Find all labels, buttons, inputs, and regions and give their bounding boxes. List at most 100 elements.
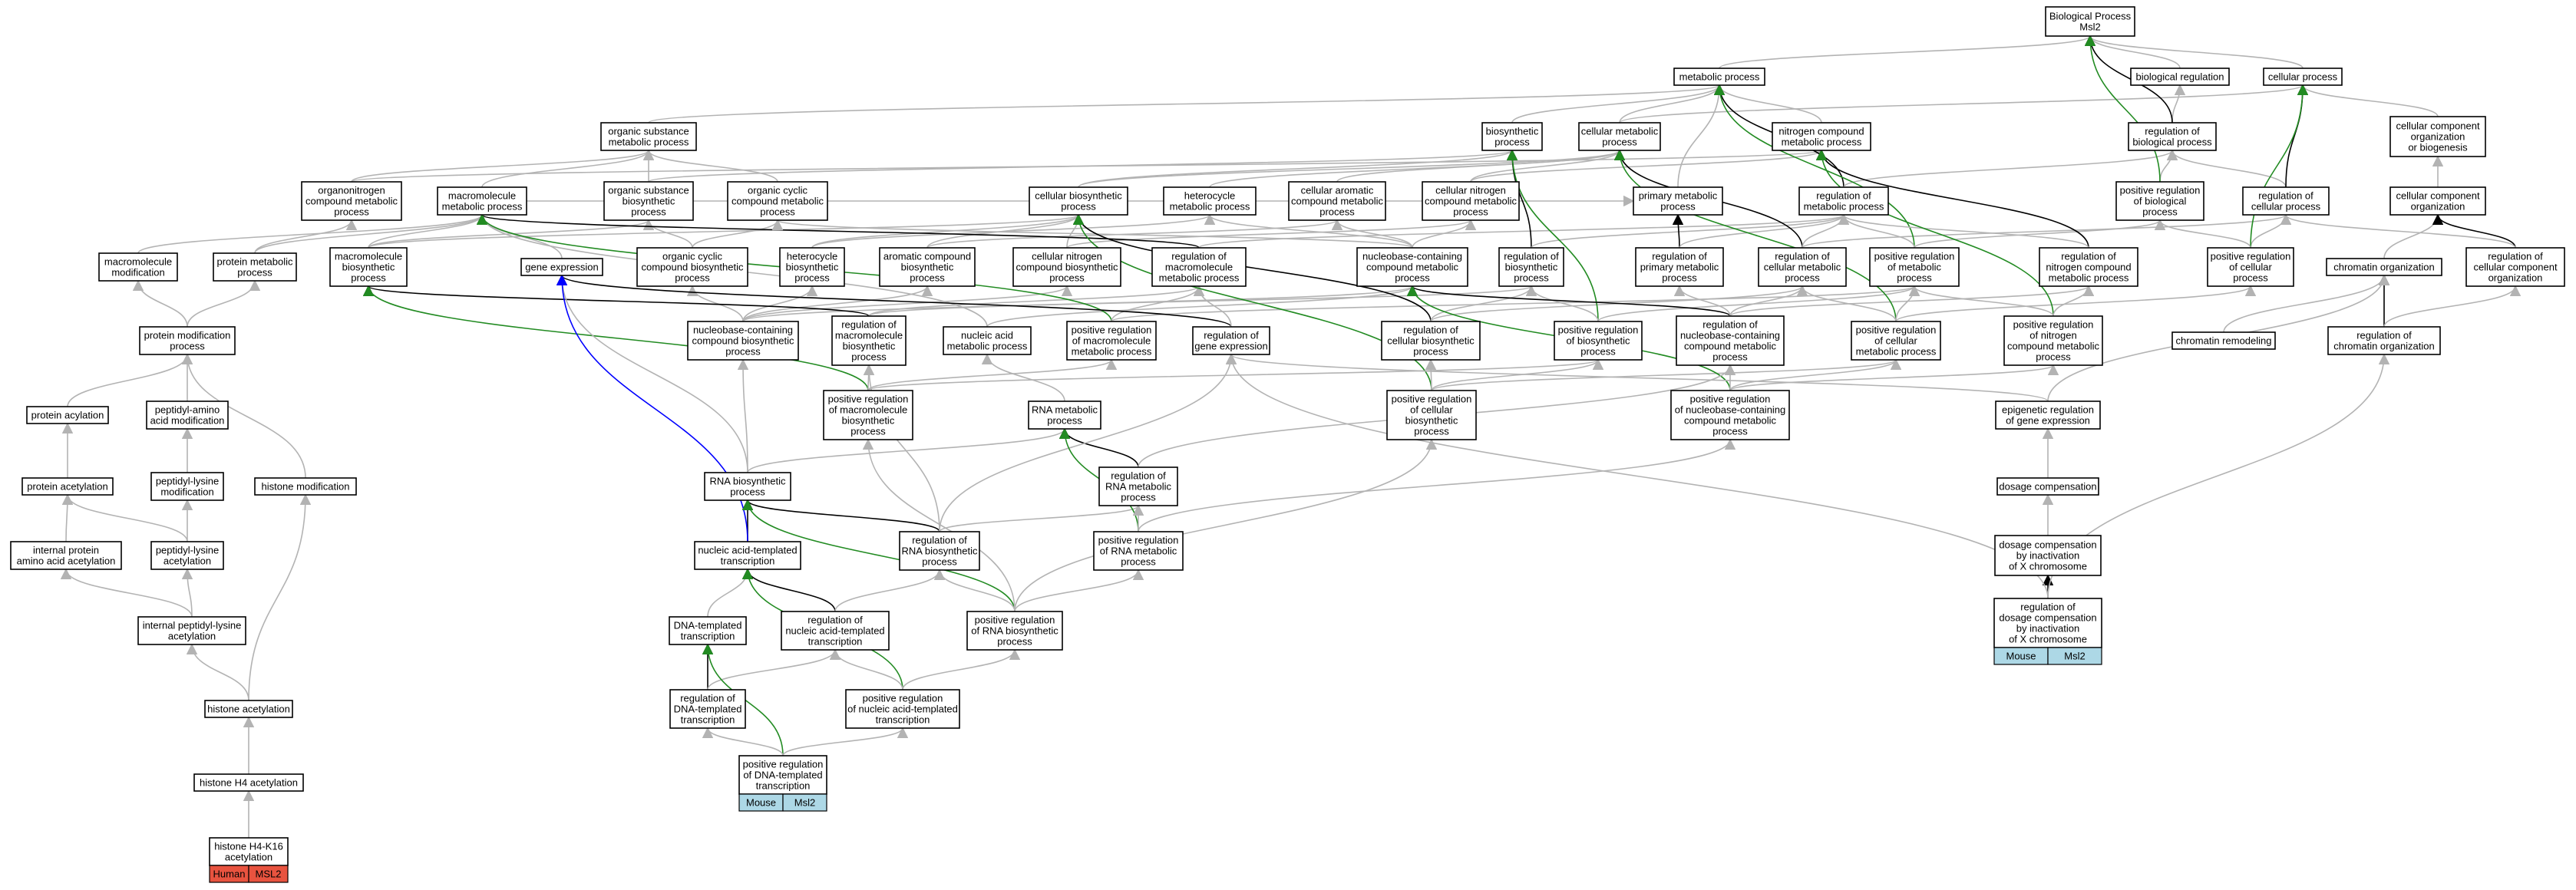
term-node-rnbcmp[interactable]: regulation ofnucleobase-containingcompou… (1676, 315, 1785, 366)
edge-mp-to-bp (1719, 35, 2095, 69)
term-node-mp[interactable]: metabolic process (1673, 68, 1765, 86)
edge-rchromorg-to-rccorg (2383, 285, 2522, 328)
term-node-ge[interactable]: gene expression (520, 258, 603, 276)
term-node-pacet[interactable]: protein acetylation (21, 477, 114, 496)
term-label-line: Msl2 (2079, 21, 2100, 33)
term-node-h4acet[interactable]: histone H4 acetylation (193, 773, 304, 792)
edge-nbcmp-to-occmp (772, 219, 1413, 249)
term-node-chromorg[interactable]: chromatin organization (2326, 258, 2442, 276)
term-node-breg[interactable]: biological regulation (2130, 68, 2230, 86)
term-node-chromrem[interactable]: chromatin remodeling (2171, 331, 2276, 350)
term-node-hacet[interactable]: histone acetylation (204, 700, 293, 718)
term-node-cp[interactable]: cellular process (2263, 68, 2343, 86)
term-box (781, 611, 890, 651)
term-node-rmbp[interactable]: regulation ofmacromoleculebiosyntheticpr… (831, 315, 907, 366)
term-node-dcomp[interactable]: dosage compensation (1996, 477, 2099, 496)
term-node-hmod[interactable]: histone modification (254, 477, 357, 496)
term-label-line: of cellular (1874, 335, 1917, 347)
term-label-line: positive regulation (1072, 325, 1152, 336)
term-label-line: peptidyl-lysine (156, 476, 219, 487)
term-label-line: regulation of (1204, 330, 1259, 341)
term-label-line: positive regulation (1856, 325, 1937, 336)
term-label-line: chromatin remodeling (2175, 335, 2271, 347)
edge-prrnabp-to-rrnabp (933, 569, 1016, 612)
term-label-line: regulation of (1775, 251, 1830, 262)
term-label-line: process (760, 206, 795, 218)
term-box (1481, 122, 1543, 151)
term-node-pacyl[interactable]: protein acylation (26, 406, 109, 424)
term-label-line: epigenetic regulation (2002, 404, 2094, 416)
